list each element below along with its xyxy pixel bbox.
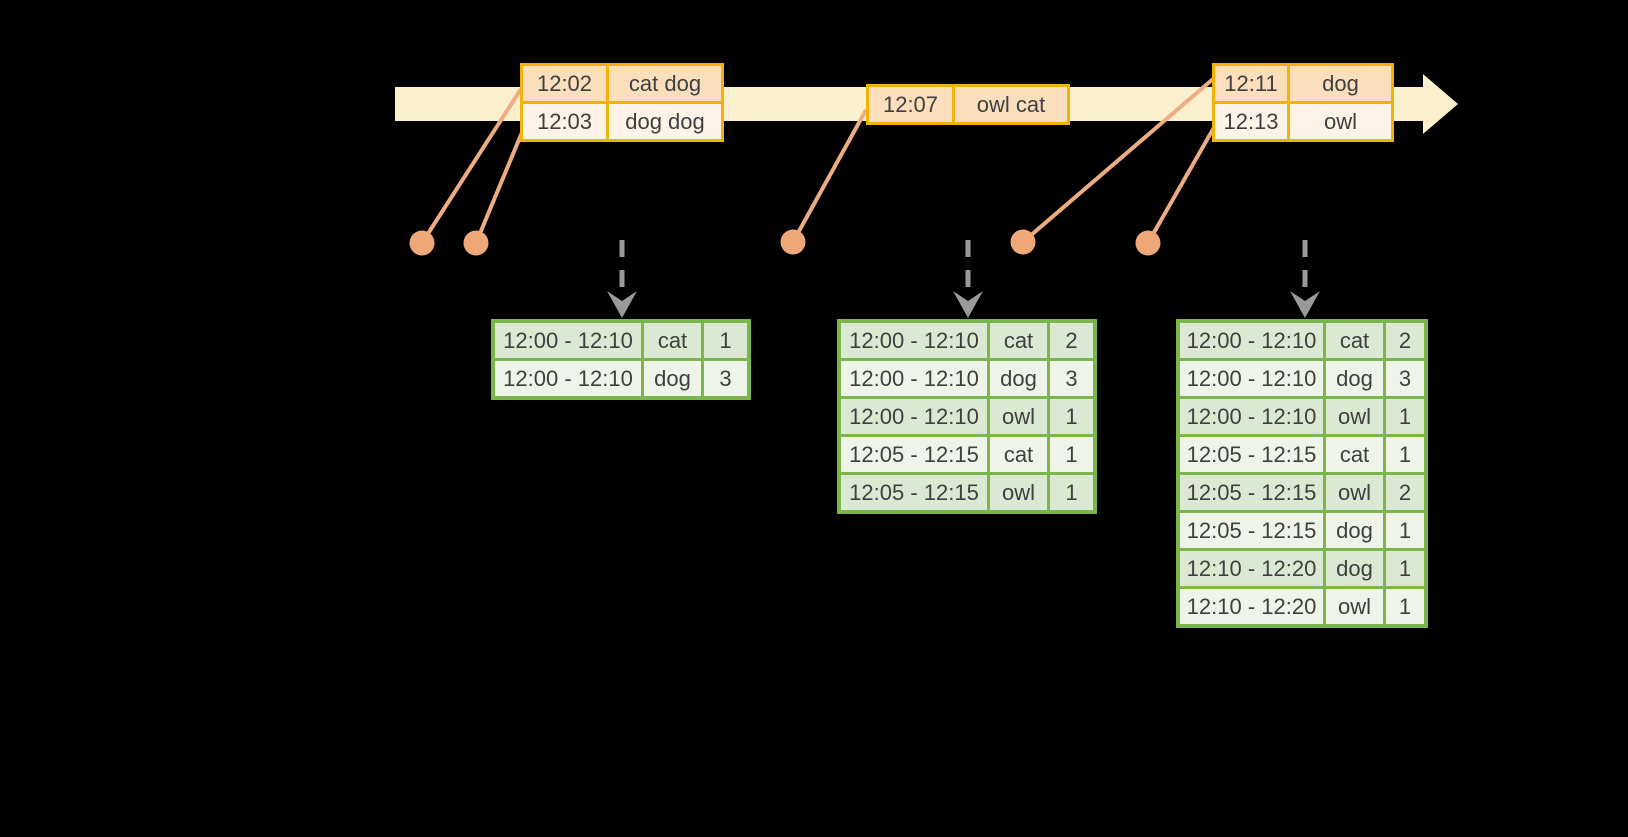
- event-connector-line: [1146, 123, 1218, 244]
- event-dot: [463, 230, 489, 256]
- table-cell: 1: [1386, 513, 1424, 548]
- event-dot: [780, 229, 806, 255]
- event-connector-line: [1021, 77, 1215, 244]
- table-cell: dog: [644, 361, 701, 396]
- table-cell: 12:00 - 12:10: [495, 323, 641, 358]
- trigger-arrow-icon: [1290, 240, 1320, 318]
- event-dot: [1010, 229, 1036, 255]
- table-cell: cat dog: [609, 66, 721, 101]
- table-cell: 1: [1386, 399, 1424, 434]
- table-cell: 12:05 - 12:15: [841, 437, 987, 472]
- table-cell: 12:00 - 12:10: [1180, 361, 1323, 396]
- table-cell: 12:00 - 12:10: [1180, 399, 1323, 434]
- table-cell: 3: [1386, 361, 1424, 396]
- table-cell: cat: [990, 437, 1047, 472]
- event-connector-line: [420, 87, 523, 245]
- table-cell: 12:03: [523, 104, 606, 139]
- table-cell: 1: [1386, 551, 1424, 586]
- table-cell: 1: [704, 323, 747, 358]
- table-cell: owl: [990, 475, 1047, 510]
- table-cell: 12:07: [869, 87, 952, 122]
- table-cell: 1: [1050, 399, 1093, 434]
- table-cell: 2: [1386, 323, 1424, 358]
- trigger-arrow-icon: [607, 240, 637, 318]
- table-cell: 1: [1386, 589, 1424, 624]
- table-cell: owl: [990, 399, 1047, 434]
- event-connector-line: [474, 129, 525, 244]
- event-dot: [1135, 230, 1161, 256]
- table-cell: 1: [1386, 437, 1424, 472]
- table-cell: 1: [1050, 475, 1093, 510]
- table-cell: dog: [1326, 551, 1383, 586]
- table-cell: 12:13: [1215, 104, 1287, 139]
- table-cell: dog: [1326, 361, 1383, 396]
- table-cell: 12:10 - 12:20: [1180, 551, 1323, 586]
- table-cell: dog: [1326, 513, 1383, 548]
- trigger-arrow-icon: [953, 240, 983, 318]
- event-dot: [409, 230, 435, 256]
- table-cell: 3: [704, 361, 747, 396]
- table-cell: cat: [1326, 323, 1383, 358]
- table-cell: cat: [1326, 437, 1383, 472]
- event-connector-line: [791, 109, 868, 243]
- table-cell: 12:00 - 12:10: [841, 399, 987, 434]
- table-cell: 12:05 - 12:15: [1180, 475, 1323, 510]
- table-cell: 2: [1050, 323, 1093, 358]
- table-cell: 3: [1050, 361, 1093, 396]
- table-cell: owl: [1326, 589, 1383, 624]
- table-cell: owl cat: [955, 87, 1067, 122]
- table-cell: dog dog: [609, 104, 721, 139]
- table-cell: 2: [1386, 475, 1424, 510]
- table-cell: 12:05 - 12:15: [1180, 513, 1323, 548]
- table-cell: 1: [1050, 437, 1093, 472]
- table-cell: 12:11: [1215, 66, 1287, 101]
- table-cell: 12:00 - 12:10: [495, 361, 641, 396]
- table-cell: 12:00 - 12:10: [841, 323, 987, 358]
- table-cell: dog: [990, 361, 1047, 396]
- table-cell: dog: [1290, 66, 1391, 101]
- table-cell: owl: [1326, 399, 1383, 434]
- table-cell: cat: [990, 323, 1047, 358]
- table-cell: cat: [644, 323, 701, 358]
- table-cell: 12:05 - 12:15: [841, 475, 987, 510]
- table-cell: owl: [1326, 475, 1383, 510]
- table-cell: owl: [1290, 104, 1391, 139]
- table-cell: 12:02: [523, 66, 606, 101]
- table-cell: 12:10 - 12:20: [1180, 589, 1323, 624]
- table-cell: 12:05 - 12:15: [1180, 437, 1323, 472]
- table-cell: 12:00 - 12:10: [1180, 323, 1323, 358]
- table-cell: 12:00 - 12:10: [841, 361, 987, 396]
